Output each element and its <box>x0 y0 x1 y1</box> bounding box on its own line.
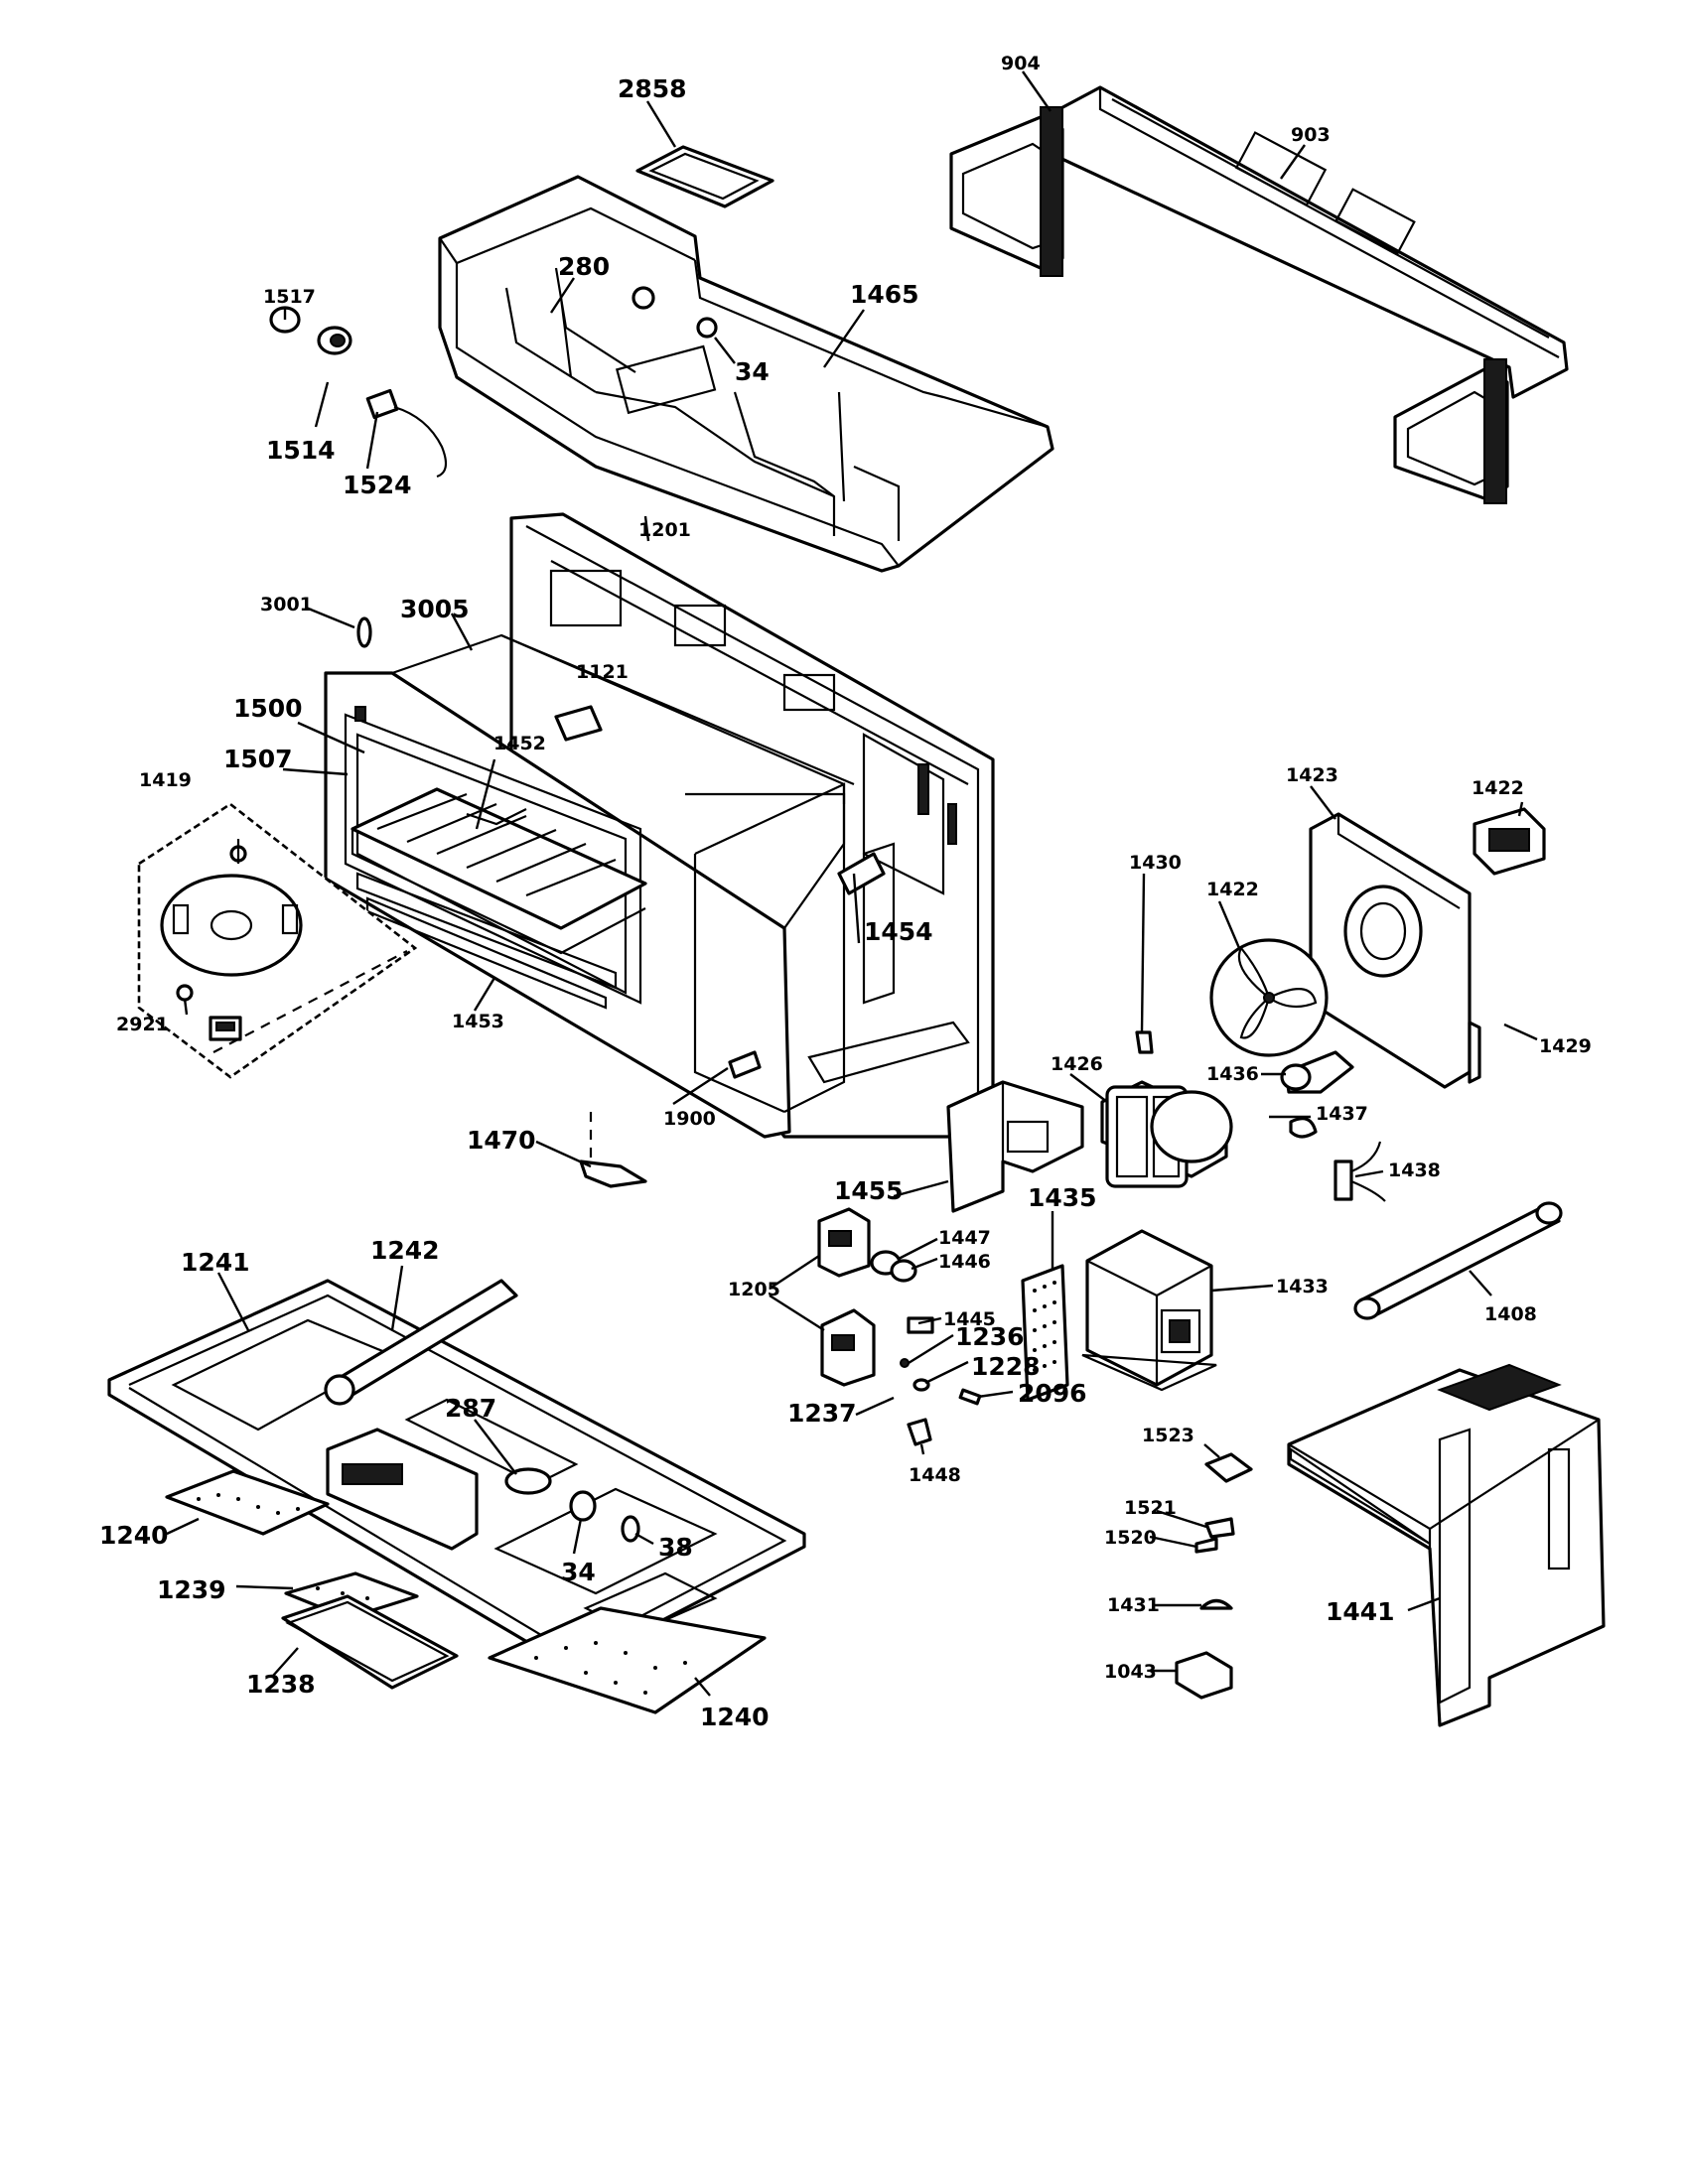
label-1423: 1423 <box>1286 764 1338 786</box>
label-1228: 1228 <box>971 1352 1041 1381</box>
grease-filters <box>165 1469 767 1714</box>
label-1435: 1435 <box>1028 1183 1097 1212</box>
label-904: 904 <box>1001 53 1041 74</box>
label-1236: 1236 <box>955 1322 1025 1351</box>
rail-1408 <box>1353 1201 1563 1320</box>
label-1430: 1430 <box>1129 852 1182 874</box>
label-1438: 1438 <box>1388 1160 1441 1181</box>
label-1453: 1453 <box>452 1011 504 1032</box>
label-34-top: 34 <box>735 357 770 386</box>
label-2921: 2921 <box>116 1014 169 1035</box>
control-panel-1441 <box>1287 1363 1606 1727</box>
mounting-bracket-903 <box>949 85 1569 504</box>
magnetron-1426 <box>1100 1080 1233 1188</box>
label-1448: 1448 <box>909 1464 961 1486</box>
waveguide-1455 <box>946 1080 1084 1213</box>
label-903: 903 <box>1291 124 1331 146</box>
label-287: 287 <box>445 1394 496 1423</box>
label-1520: 1520 <box>1104 1527 1157 1549</box>
label-1447: 1447 <box>938 1227 991 1249</box>
leader-lines <box>166 70 1538 1697</box>
base-pan-1241 <box>107 1279 806 1670</box>
label-1433: 1433 <box>1276 1276 1329 1297</box>
label-1242: 1242 <box>370 1236 440 1265</box>
oven-rack-1507 <box>351 787 647 1010</box>
label-34-bottom: 34 <box>561 1558 596 1586</box>
thermistor-1431 <box>1199 1598 1233 1610</box>
thermal-cutout-1454 <box>837 852 886 895</box>
label-1454: 1454 <box>864 917 933 946</box>
label-1524: 1524 <box>343 471 412 499</box>
label-1446: 1446 <box>938 1251 991 1273</box>
turntable-plate-1419 <box>137 802 418 1079</box>
motor-1470 <box>579 1160 647 1188</box>
label-1422-fan: 1422 <box>1206 879 1259 900</box>
relay-1523 <box>1204 1452 1253 1483</box>
label-1465: 1465 <box>850 280 919 309</box>
label-1431: 1431 <box>1107 1594 1160 1616</box>
label-1043: 1043 <box>1104 1661 1157 1683</box>
label-1452: 1452 <box>493 733 546 754</box>
damper-plate-2858 <box>635 145 774 208</box>
label-1422-motor: 1422 <box>1472 777 1524 799</box>
capacitor-1043 <box>1175 1651 1233 1700</box>
label-1523: 1523 <box>1142 1425 1194 1446</box>
label-1500: 1500 <box>233 694 303 723</box>
label-1240-left: 1240 <box>99 1521 169 1550</box>
label-1205: 1205 <box>728 1279 780 1300</box>
lamp-1900 <box>728 1050 762 1079</box>
label-1455: 1455 <box>834 1176 904 1205</box>
fastener-3001 <box>356 616 372 648</box>
label-1441: 1441 <box>1326 1597 1395 1626</box>
fan-assembly <box>1135 807 1546 1202</box>
interlock-1121 <box>554 705 603 742</box>
part-number-labels: 2858 904 903 280 1465 34 1517 1514 1524 … <box>99 53 1592 1731</box>
heat-shield-1435 <box>1021 1264 1069 1402</box>
label-2096: 2096 <box>1018 1379 1087 1408</box>
fuse-holder-1520 <box>1194 1537 1218 1554</box>
label-1419: 1419 <box>139 769 192 791</box>
fuse-1521 <box>1204 1517 1235 1539</box>
label-1201: 1201 <box>638 519 691 541</box>
label-1408: 1408 <box>1484 1303 1537 1325</box>
label-38: 38 <box>658 1533 693 1562</box>
label-1517: 1517 <box>263 286 316 308</box>
light-socket-parts <box>269 306 448 478</box>
label-1470: 1470 <box>467 1126 536 1155</box>
label-2858: 2858 <box>618 74 687 103</box>
label-1436: 1436 <box>1206 1063 1259 1085</box>
label-1429: 1429 <box>1539 1035 1592 1057</box>
label-1507: 1507 <box>223 745 293 773</box>
label-1445: 1445 <box>943 1308 996 1330</box>
label-1426: 1426 <box>1051 1053 1103 1075</box>
air-duct-assembly <box>438 175 1054 573</box>
label-1237: 1237 <box>787 1399 857 1428</box>
label-3005: 3005 <box>400 595 470 623</box>
label-1241: 1241 <box>181 1248 250 1277</box>
label-1437: 1437 <box>1316 1103 1368 1125</box>
label-1514: 1514 <box>266 436 336 465</box>
label-1900: 1900 <box>663 1108 716 1130</box>
label-1121: 1121 <box>576 661 629 683</box>
transformer-1433 <box>1081 1229 1217 1392</box>
label-1240-right: 1240 <box>700 1703 770 1731</box>
label-3001: 3001 <box>260 594 313 615</box>
label-1521: 1521 <box>1124 1497 1177 1519</box>
label-280: 280 <box>558 252 610 281</box>
label-1238: 1238 <box>246 1670 316 1699</box>
label-1239: 1239 <box>157 1575 226 1604</box>
